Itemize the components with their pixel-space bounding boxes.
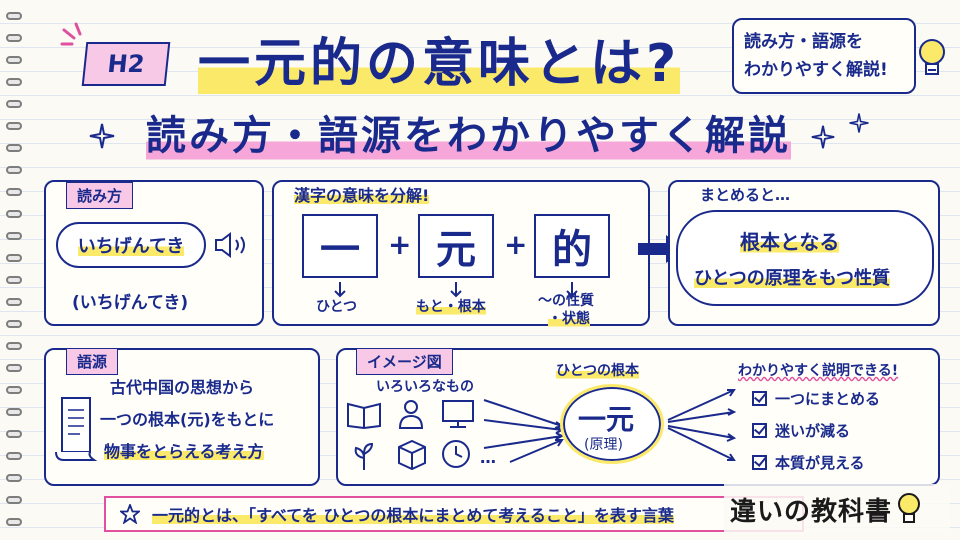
sparkle-icon (89, 123, 115, 149)
binder-ring (6, 518, 22, 526)
check-item-2: 迷いが減る (752, 420, 850, 441)
kanji-box-ichi: 一 (302, 214, 378, 278)
binder-ring (6, 320, 22, 328)
right-caption: わかりやすく説明できる! (738, 363, 899, 379)
center-sub: (原理) (584, 437, 623, 453)
check-item-3: 本質が見える (752, 452, 865, 473)
page-subtitle: 読み方・語源をわかりやすく解説 (146, 108, 791, 164)
brand-lightbulb-icon (898, 493, 921, 523)
etymology-label: 語源 (66, 348, 119, 375)
diverging-arrows (667, 389, 737, 461)
ellipsis: … (480, 448, 496, 467)
h2-tag-text: H2 (106, 50, 146, 78)
center-main: 一元 (578, 403, 635, 436)
summary-label: まとめると… (700, 186, 791, 204)
footer-text: 一元的とは、「すべてを ひとつの根本にまとめて考えること」を表す言葉 (152, 502, 674, 526)
etymology-line-2: 一つの根本(元)をもとに (100, 410, 275, 429)
accent-lines-icon (60, 22, 82, 46)
brand-text: 違いの教科書 (730, 496, 893, 527)
kanji-teki: 的 (552, 226, 592, 273)
binder-ring (6, 56, 22, 64)
star-icon (120, 504, 140, 524)
scroll-icon (55, 397, 98, 461)
binder-ring (6, 276, 22, 284)
binder-ring (6, 298, 22, 306)
kanji-ichi: 一 (320, 226, 360, 273)
converging-arrows (483, 399, 565, 463)
book-icon (347, 402, 381, 430)
binder-ring (6, 386, 22, 394)
summary-cloud (676, 210, 934, 306)
binder-ring (6, 188, 22, 196)
checkbox-icon (752, 391, 767, 406)
note-line-2: わかりやすく解説! (744, 60, 888, 80)
reading-bubble-text: いちげんてき (77, 232, 185, 258)
clock-icon (442, 440, 470, 468)
binder-ring (6, 166, 22, 174)
kanji-gen: 元 (436, 226, 476, 273)
person-icon (398, 400, 424, 429)
binder-ring (6, 12, 22, 20)
center-caption: ひとつの根本 (556, 360, 640, 380)
reading-label: 読み方 (66, 182, 134, 209)
sparkle-icon (849, 113, 869, 133)
note-line-1: 読み方・語源を (744, 32, 863, 52)
check-item-2-text: 迷いが減る (775, 422, 851, 440)
left-caption: いろいろなもの (376, 379, 474, 395)
meaning-ichi: ひとつ (316, 299, 358, 315)
kanji-box-gen: 元 (418, 214, 494, 278)
binder-ring (6, 78, 22, 86)
center-circle (560, 384, 664, 464)
speaker-icon[interactable] (212, 230, 252, 260)
binder-ring (6, 144, 22, 152)
etymology-line-1: 古代中国の思想から (110, 378, 255, 397)
meaning-teki-2: ・状態 (548, 308, 590, 328)
check-item-3-text: 本質が見える (775, 454, 865, 472)
binder-ring (6, 452, 22, 460)
binder-ring (6, 210, 22, 218)
meaning-gen: もと・根本 (416, 296, 486, 316)
binder-ring (6, 232, 22, 240)
binder-ring (6, 364, 22, 372)
binder-ring (6, 496, 22, 504)
binder-ring (6, 100, 22, 108)
breakdown-label: 漢字の意味を分解! (294, 182, 430, 206)
brand-logo: 違いの教科書 (724, 484, 950, 534)
summary-line-1: 根本となる (740, 226, 840, 255)
lightbulb-icon (919, 39, 945, 75)
h2-tag: H2 (81, 42, 171, 86)
plus-sign: + (504, 228, 528, 261)
kanji-box-teki: 的 (534, 214, 610, 278)
reading-bubble: いちげんてき (56, 222, 206, 268)
binder-ring (6, 122, 22, 130)
etymology-line-3: 物事をとらえる考え方 (104, 438, 264, 462)
meaning-teki: 〜の性質 (538, 293, 594, 309)
plant-icon (354, 442, 374, 470)
binder-ring (6, 408, 22, 416)
image-diagram-label: イメージ図 (356, 348, 453, 375)
monitor-icon (442, 400, 474, 428)
check-item-1: 一つにまとめる (752, 388, 880, 409)
sparkle-icon (811, 125, 835, 149)
checkbox-icon (752, 423, 767, 438)
binder-ring (6, 342, 22, 350)
reading-paren: (いちげんてき) (72, 293, 189, 313)
cube-icon (398, 439, 426, 471)
footer-banner: 一元的とは、「すべてを ひとつの根本にまとめて考えること」を表す言葉 (104, 496, 804, 532)
binder-ring (6, 254, 22, 262)
note-box: 読み方・語源を わかりやすく解説! (732, 18, 916, 94)
binder-ring (6, 474, 22, 482)
checkbox-icon (752, 455, 767, 470)
summary-line-2: ひとつの原理をもつ性質 (694, 264, 891, 290)
page-title: 一元的の意味とは? (198, 28, 681, 100)
plus-sign: + (388, 228, 412, 261)
check-item-1-text: 一つにまとめる (775, 390, 881, 408)
binder-ring (6, 430, 22, 438)
binder-rings (0, 0, 30, 540)
binder-ring (6, 34, 22, 42)
